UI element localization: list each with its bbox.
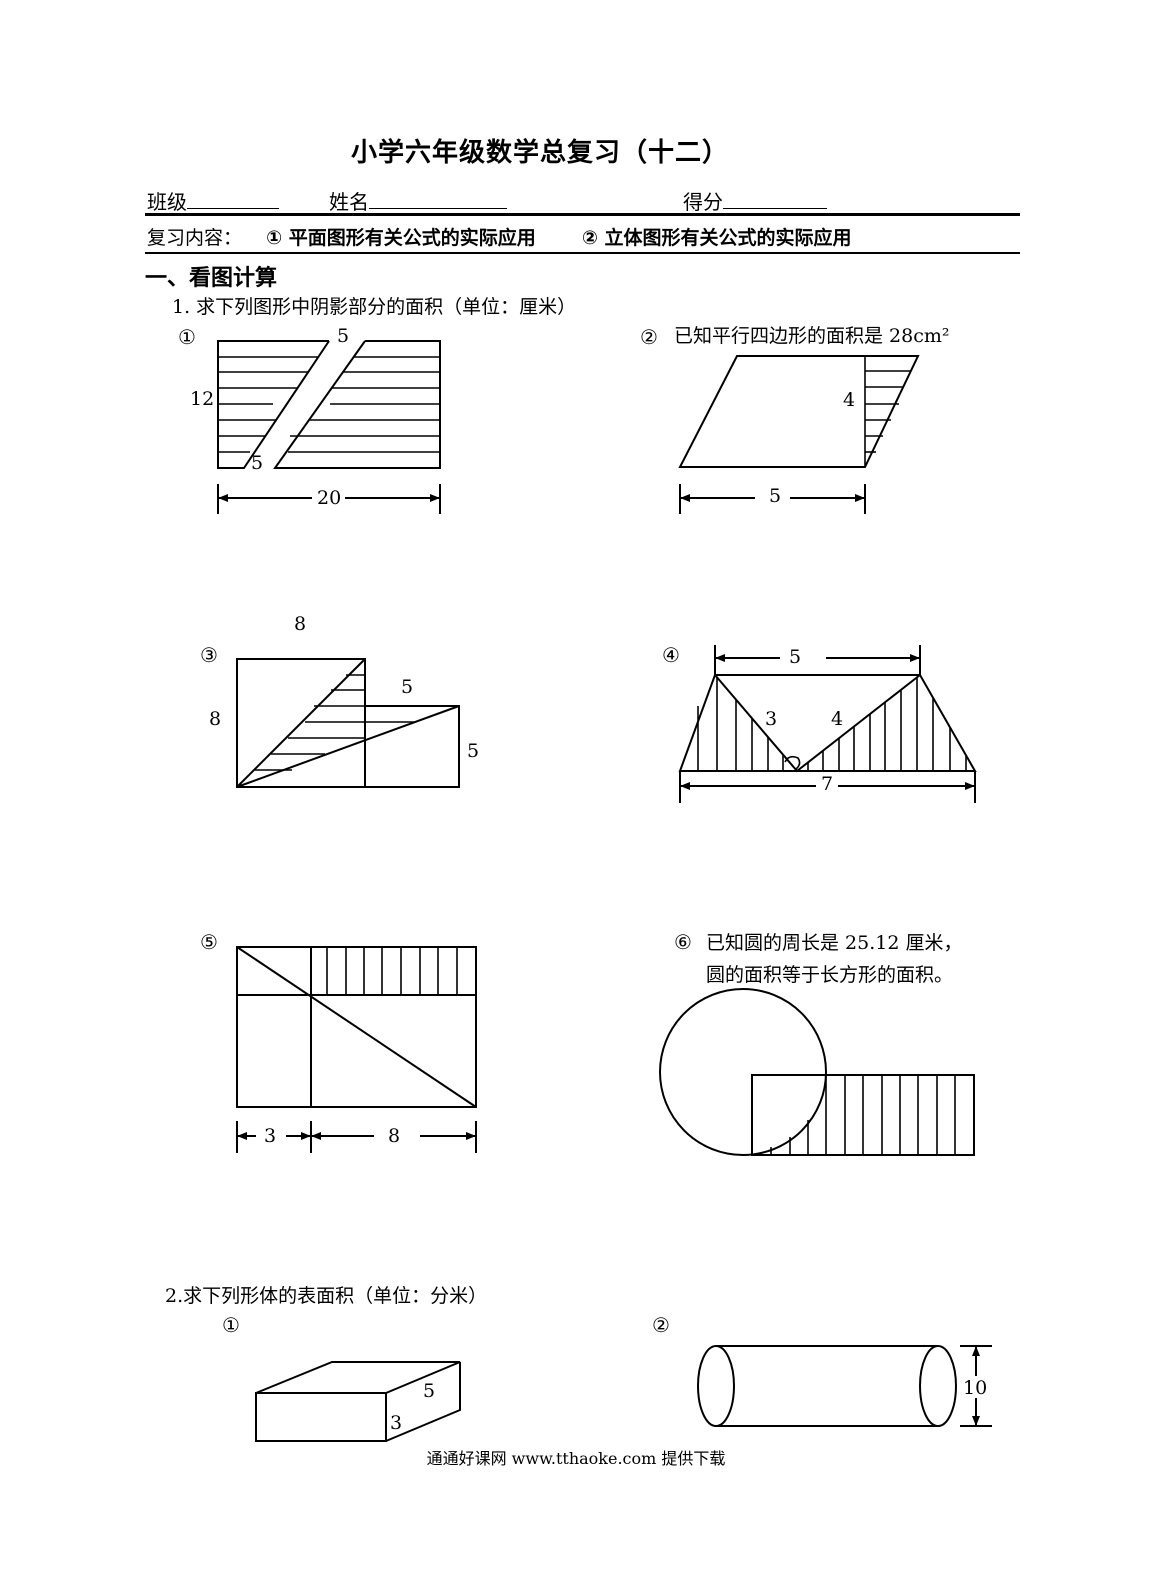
- section-heading: 一、看图计算: [145, 266, 278, 291]
- figure-4-right-angle: [784, 755, 801, 770]
- solid-1-label-depth: 5: [423, 1380, 435, 1402]
- name-label: 姓名: [329, 190, 369, 214]
- class-label: 班级: [147, 190, 187, 214]
- page-title: 小学六年级数学总复习（十二）: [350, 138, 729, 168]
- figure-5-number: ⑤: [200, 930, 218, 954]
- figure-5-hatching: [326, 947, 458, 995]
- name-blank[interactable]: [369, 190, 507, 209]
- figure-2-parallelogram: [678, 355, 920, 468]
- figure-2-label-height: 4: [843, 389, 855, 411]
- figure-4-hatching: [697, 678, 967, 771]
- figure-1-dimension: [217, 484, 441, 514]
- figure-3-label-left: 8: [209, 708, 221, 730]
- name-field: 姓名: [329, 186, 507, 215]
- figure-6: [659, 988, 975, 1156]
- solid-2-cylinder: [697, 1345, 992, 1427]
- figure-4-outline: [678, 674, 977, 773]
- review-item-2: ② 立体图形有关公式的实际应用: [581, 227, 852, 249]
- header-rule-bottom: [145, 252, 1020, 254]
- figure-2-caption: 已知平行四边形的面积是 28cm²: [674, 325, 950, 347]
- question-1: 1. 求下列图形中阴影部分的面积（单位：厘米）: [172, 296, 577, 318]
- figure-4-number: ④: [662, 643, 680, 667]
- figure-3-hatching: [255, 674, 414, 771]
- score-label: 得分: [683, 190, 723, 214]
- figure-1-number: ①: [178, 325, 196, 349]
- figure-4-dimension-top: [714, 645, 921, 675]
- figure-3: [236, 658, 460, 788]
- question-2: 2.求下列形体的表面积（单位：分米）: [165, 1285, 488, 1307]
- review-content: 复习内容： ① 平面图形有关公式的实际应用 ② 立体图形有关公式的实际应用: [147, 223, 852, 250]
- figure-1-outline: [217, 340, 441, 469]
- header-rule-top: [145, 213, 1020, 216]
- figure-1: [217, 340, 441, 514]
- figure-2-hatching: [845, 355, 918, 467]
- score-field: 得分: [683, 186, 827, 215]
- solid-2-number: ②: [652, 1313, 670, 1337]
- score-blank[interactable]: [723, 190, 827, 209]
- solid-1-cuboid: [255, 1361, 461, 1442]
- figure-4: [678, 645, 977, 803]
- solid-1-label-height: 3: [390, 1412, 402, 1434]
- figure-3-number: ③: [200, 643, 218, 667]
- figure-4-label-bottom: 7: [821, 773, 833, 795]
- figure-4-label-top: 5: [789, 646, 801, 668]
- figure-5-label-b: 8: [388, 1125, 400, 1147]
- solid-2-label-height: 10: [963, 1377, 987, 1399]
- figure-6-caption-line2: 圆的面积等于长方形的面积。: [706, 964, 954, 986]
- figure-5: [236, 946, 477, 1153]
- figure-2: [678, 355, 920, 514]
- figure-6-hatching: [770, 1075, 956, 1155]
- figure-5-label-a: 3: [264, 1125, 276, 1147]
- figure-2-label-base: 5: [769, 485, 781, 507]
- class-field: 班级: [147, 186, 279, 215]
- figure-2-dimension: [679, 484, 866, 514]
- figure-4-label-b: 4: [831, 708, 843, 730]
- footer-credit: 通通好课网 www.tthaoke.com 提供下载: [426, 1449, 726, 1468]
- figure-6-caption-line1: 已知圆的周长是 25.12 厘米，: [706, 932, 963, 954]
- review-label: 复习内容：: [147, 227, 243, 249]
- figure-5-dimension: [236, 1121, 477, 1153]
- figure-4-label-a: 3: [765, 708, 777, 730]
- figure-2-number: ②: [640, 325, 658, 349]
- class-blank[interactable]: [187, 190, 279, 209]
- review-item-1: ① 平面图形有关公式的实际应用: [266, 227, 536, 249]
- figure-1-label-bottom: 5: [251, 452, 263, 474]
- figure-4-dimension-bottom: [679, 771, 976, 803]
- figure-1-label-left: 12: [190, 388, 214, 410]
- figure-3-outline: [236, 658, 460, 788]
- figure-1-label-top: 5: [337, 325, 349, 347]
- figure-1-label-width: 20: [317, 487, 341, 509]
- figure-3-label-mid: 5: [401, 676, 413, 698]
- figure-1-hatching: [218, 356, 440, 453]
- figure-6-number: ⑥: [674, 930, 692, 954]
- figure-3-label-right: 5: [467, 740, 479, 762]
- figure-5-outline: [236, 946, 477, 1108]
- figure-6-circle: [659, 988, 827, 1156]
- solid-1-number: ①: [222, 1313, 240, 1337]
- figure-3-label-top: 8: [294, 613, 306, 635]
